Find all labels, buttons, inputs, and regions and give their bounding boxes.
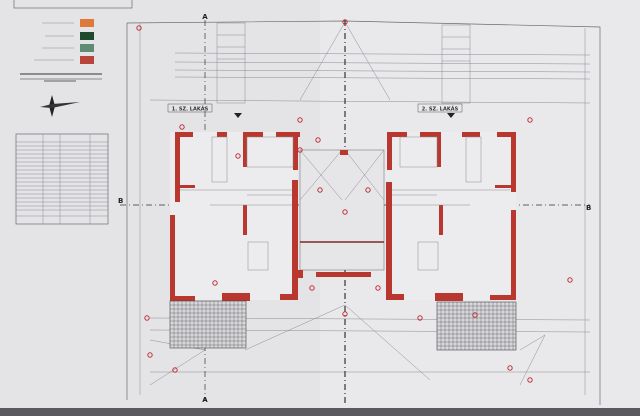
entry-marker-icon (234, 113, 242, 118)
unit-1-walls (170, 132, 300, 301)
legend-swatch-dark-green (80, 32, 94, 40)
legend (34, 19, 94, 64)
entry-marker-icon (447, 113, 455, 118)
table-surface (0, 408, 640, 416)
survey-marker (235, 153, 241, 159)
unit-2-walls (386, 132, 516, 301)
survey-point-markers (136, 19, 573, 383)
unit-label-2: 2. SZ. LAKÁS (422, 106, 459, 113)
scale-bar (20, 73, 102, 82)
survey-marker (297, 147, 303, 153)
survey-marker (342, 19, 348, 25)
survey-marker (472, 312, 478, 318)
unit-1-floor (170, 132, 298, 300)
survey-marker (342, 209, 348, 215)
unit-label-box-1 (167, 103, 213, 113)
section-marker-a-bottom: A (202, 396, 208, 404)
survey-marker (317, 187, 323, 193)
section-marker-b-right: B (586, 204, 591, 212)
unit-label-box-2 (417, 103, 463, 113)
middle-garage (298, 149, 385, 278)
survey-marker (147, 352, 153, 358)
legend-swatch-grey-green (80, 44, 94, 52)
unit-label-1: 1. SZ. LAKÁS (172, 106, 209, 113)
survey-marker (507, 365, 513, 371)
exterior-stairs (216, 22, 471, 104)
survey-marker (144, 315, 150, 321)
survey-marker (315, 137, 321, 143)
site-boundary (126, 20, 601, 405)
survey-marker (136, 25, 142, 31)
survey-marker (309, 285, 315, 291)
title-block (13, 0, 133, 9)
survey-marker (297, 117, 303, 123)
section-marker-a-top: A (202, 13, 208, 21)
legend-swatch-orange (80, 19, 94, 27)
survey-marker (527, 377, 533, 383)
survey-marker (172, 367, 178, 373)
survey-marker (365, 187, 371, 193)
legend-swatch-red (80, 56, 94, 64)
interior-partitions (180, 136, 510, 271)
survey-marker (342, 311, 348, 317)
north-arrow-icon (40, 95, 80, 117)
unit-2-floor (386, 132, 516, 300)
section-marker-b-left: B (118, 197, 123, 205)
terrace-paving-grid (170, 301, 516, 350)
survey-marker (212, 280, 218, 286)
room-schedule-table (15, 133, 109, 225)
survey-marker (375, 285, 381, 291)
survey-marker (417, 315, 423, 321)
survey-marker (527, 117, 533, 123)
survey-marker (567, 277, 573, 283)
survey-marker (179, 124, 185, 130)
